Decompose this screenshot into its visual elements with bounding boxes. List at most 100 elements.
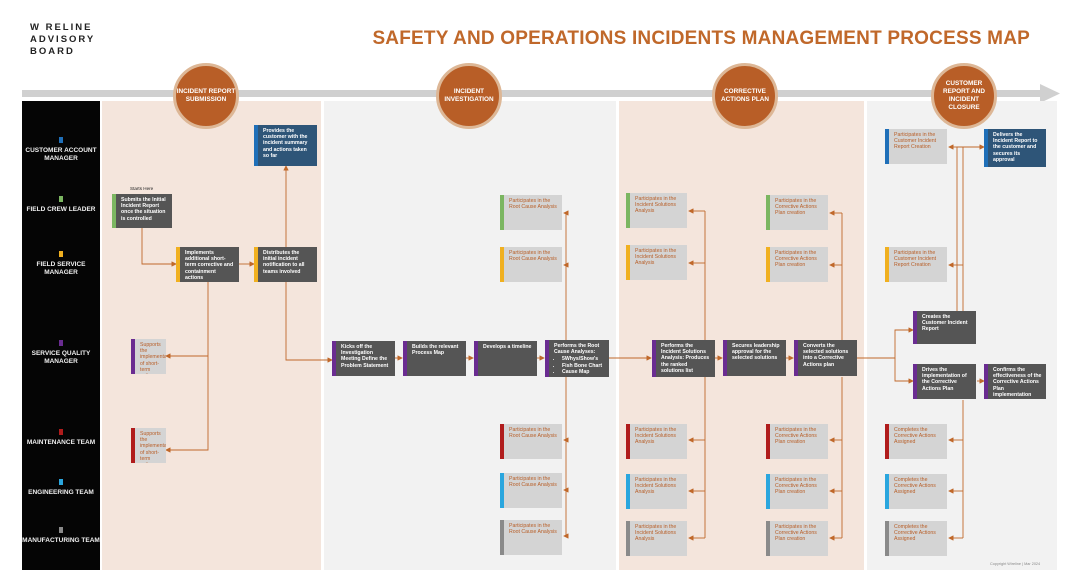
- phase-corrective-actions-plan: CORRECTIVE ACTIONS PLAN: [712, 63, 778, 129]
- role-stripe: [766, 247, 770, 282]
- role-field-crew-leader: FIELD CREW LEADER: [26, 206, 96, 213]
- box-text: Completes the Corrective Actions Assigne…: [894, 477, 936, 496]
- logo-line-3: BOARD: [30, 46, 75, 57]
- role-stripe: [913, 311, 917, 344]
- box-text: Participates in the Root Cause Analysis: [509, 198, 557, 211]
- role-service-quality-manager: SERVICE QUALITY MANAGER: [31, 350, 91, 365]
- phase-report-submission: INCIDENT REPORT SUBMISSION: [173, 63, 239, 129]
- box-text: Distributes the initial incident notific…: [263, 250, 305, 275]
- rca-method: Fish Bone Chart: [562, 363, 605, 369]
- box-text: Submits the Initial Incident Report once…: [121, 197, 166, 222]
- box-report-creation-cam: Participates in the Customer Incident Re…: [885, 129, 947, 164]
- role-stripe: [332, 341, 336, 376]
- box-convert-to-cap: Converts the selected solutions into a C…: [794, 340, 857, 376]
- box-cap-crew: Participates in the Corrective Actions P…: [766, 195, 828, 230]
- box-rca-maintenance: Participates in the Root Cause Analysis: [500, 424, 562, 459]
- role-stripe: [885, 247, 889, 282]
- box-report-creation-fsm: Participates in the Customer Incident Re…: [885, 247, 947, 282]
- role-marker-crew: [59, 196, 63, 202]
- role-stripe: [913, 364, 917, 399]
- phase-incident-investigation: INCIDENT INVESTIGATION: [436, 63, 502, 129]
- box-short-term-actions: Implements additional short-term correct…: [176, 247, 239, 282]
- box-text: Participates in the Root Cause Analysis: [509, 250, 557, 263]
- role-maintenance-team: MAINTENANCE TEAM: [26, 439, 96, 446]
- role-manufacturing-team: MANUFACTURING TEAM: [22, 537, 100, 544]
- box-isa-crew: Participates in the Incident Solutions A…: [626, 193, 687, 228]
- rca-methods-list: 5Whys/Show's Fish Bone Chart Cause Map: [562, 356, 605, 375]
- box-sqm-support-short-term: Supports the implementation of short-ter…: [131, 339, 166, 374]
- box-text: Implements additional short-term correct…: [185, 250, 234, 281]
- box-submit-initial-report: Submits the Initial Incident Report once…: [112, 194, 172, 228]
- box-deliver-incident-report: Delivers the Incident Report to the cust…: [984, 129, 1046, 167]
- box-text: Participates in the Root Cause Analysis: [509, 476, 557, 489]
- role-stripe: [626, 193, 630, 228]
- band-submission: [102, 101, 321, 570]
- box-text: Participates in the Incident Solutions A…: [635, 427, 677, 446]
- role-stripe: [500, 473, 504, 508]
- box-build-process-map: Builds the relevant Process Map: [403, 341, 466, 376]
- box-cap-fsm: Participates in the Corrective Actions P…: [766, 247, 828, 282]
- rca-method: Cause Map: [562, 369, 605, 375]
- box-isa-manufacturing: Participates in the Incident Solutions A…: [626, 521, 687, 556]
- box-text: Participates in the Corrective Actions P…: [775, 198, 817, 217]
- box-drive-cap-implementation: Drives the implementation of the Correct…: [913, 364, 976, 399]
- box-text: Creates the Customer Incident Report: [922, 314, 968, 333]
- rca-method: 5Whys/Show's: [562, 356, 605, 362]
- role-stripe: [984, 364, 988, 399]
- box-maintenance-support-short-term: Supports the implementation of short-ter…: [131, 428, 166, 463]
- starts-here-label: Starts Here: [130, 186, 154, 191]
- logo: W RELINE ADVISORY BOARD: [30, 22, 95, 58]
- box-isa-fsm: Participates in the Incident Solutions A…: [626, 245, 687, 280]
- box-incident-solutions-analysis: Performs the Incident Solutions Analysis…: [652, 340, 715, 377]
- box-complete-actions-maintenance: Completes the Corrective Actions Assigne…: [885, 424, 947, 459]
- box-create-customer-report: Creates the Customer Incident Report: [913, 311, 976, 344]
- box-text: Delivers the Incident Report to the cust…: [993, 132, 1038, 163]
- box-isa-engineering: Participates in the Incident Solutions A…: [626, 474, 687, 509]
- box-text: Drives the implementation of the Correct…: [922, 367, 967, 392]
- role-marker-engineering: [59, 479, 63, 485]
- role-stripe: [766, 474, 770, 509]
- role-stripe: [626, 424, 630, 459]
- box-text: Converts the selected solutions into a C…: [803, 343, 849, 368]
- box-text: Participates in the Incident Solutions A…: [635, 196, 677, 215]
- role-stripe: [626, 245, 630, 280]
- box-text: Completes the Corrective Actions Assigne…: [894, 427, 936, 446]
- role-marker-fsm: [59, 251, 63, 257]
- role-stripe: [652, 340, 656, 377]
- role-stripe: [131, 428, 135, 463]
- page-title: SAFETY AND OPERATIONS INCIDENTS MANAGEME…: [372, 28, 1030, 49]
- box-rca-engineering: Participates in the Root Cause Analysis: [500, 473, 562, 508]
- box-text: Participates in the Root Cause Analysis: [509, 427, 557, 440]
- role-stripe: [500, 520, 504, 555]
- role-stripe: [403, 341, 407, 376]
- box-text: Participates in the Customer Incident Re…: [894, 132, 937, 151]
- copyright: Copyright Wireline | Mar 2024: [990, 562, 1041, 566]
- role-engineering-team: ENGINEERING TEAM: [28, 489, 94, 496]
- box-text: Kicks off the Investigation Meeting Defi…: [341, 344, 389, 369]
- logo-line-2: ADVISORY: [30, 34, 96, 45]
- box-text: Participates in the Corrective Actions P…: [775, 427, 817, 446]
- role-marker-customer: [59, 137, 63, 143]
- role-marker-maintenance: [59, 429, 63, 435]
- role-stripe: [176, 247, 180, 282]
- box-provide-customer-summary: Provides the customer with the incident …: [254, 125, 317, 166]
- box-cap-manufacturing: Participates in the Corrective Actions P…: [766, 521, 828, 556]
- box-text: Participates in the Corrective Actions P…: [775, 524, 817, 543]
- role-stripe: [984, 129, 988, 167]
- box-text: Participates in the Incident Solutions A…: [635, 477, 677, 496]
- role-stripe: [885, 424, 889, 459]
- role-stripe: [885, 474, 889, 509]
- box-text: Provides the customer with the incident …: [263, 128, 308, 159]
- role-stripe: [131, 339, 135, 374]
- box-isa-maintenance: Participates in the Incident Solutions A…: [626, 424, 687, 459]
- box-text: Secures leadership approval for the sele…: [732, 343, 780, 362]
- box-text: Participates in the Customer Incident Re…: [894, 250, 937, 269]
- role-stripe: [626, 521, 630, 556]
- role-stripe: [500, 247, 504, 282]
- box-rca-manufacturing: Participates in the Root Cause Analysis: [500, 520, 562, 555]
- role-stripe: [254, 125, 258, 166]
- box-rca-crew: Participates in the Root Cause Analysis: [500, 195, 562, 230]
- box-text: Participates in the Corrective Actions P…: [775, 250, 817, 269]
